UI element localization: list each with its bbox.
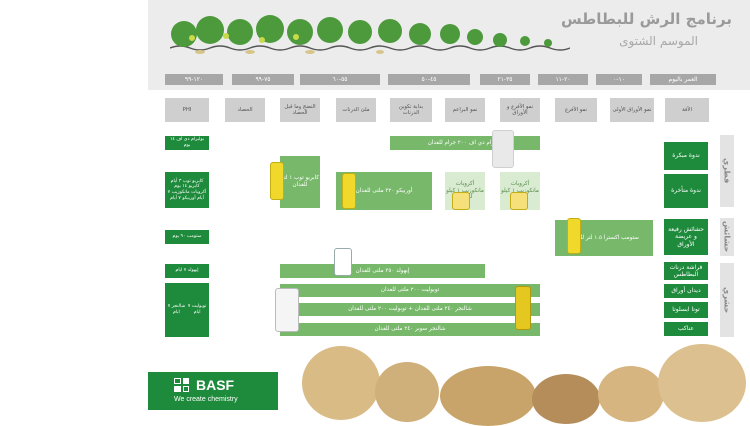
- pest-tuta-absoluta: توتا ابسلوتا: [664, 302, 708, 318]
- polyram-bag-image: [492, 130, 514, 168]
- orvego-bottle-image: [342, 173, 356, 209]
- potato-image: [302, 346, 380, 420]
- page-title: برنامج الرش للبطاطس: [560, 10, 732, 28]
- acrobat-bag-image-1: [452, 192, 470, 210]
- timeline-segment: ٤٥-٥٠: [388, 74, 470, 85]
- phi-ebhold: إبهولد ٧ ايام: [165, 264, 209, 278]
- phi-late-blight: كابريو توب ٣ أيام كابريو ١٤ يوم أكروبات …: [165, 172, 209, 208]
- phi-challenger: شالنجر ٧ ايام: [167, 304, 186, 315]
- timeline-segment: ٥٥-٦٠: [300, 74, 380, 85]
- stage-harvest: الحصاد: [225, 98, 265, 122]
- pest-weeds: حشائش رفيعة و عريضة الأوراق: [664, 219, 708, 255]
- timeline-label: العمر باليوم: [650, 74, 716, 85]
- category-weed: حشائش: [720, 218, 734, 256]
- stage-branching: نمو الأفرع: [555, 98, 597, 122]
- pest-mites: عناكب: [664, 322, 708, 336]
- bar-acrobat-2: أكروبات مانكوزيب ١ كيلو للفدان: [500, 172, 540, 210]
- page-subtitle: الموسم الشتوى: [619, 34, 698, 48]
- stage-leaves: نمو الأوراق الأولى: [610, 98, 654, 122]
- timeline-segment: ٧٥-٩٩: [232, 74, 294, 85]
- basf-logo-mark: [174, 378, 192, 392]
- bar-polyram: بوليرام دي اف ٢٠٠ جرام للفدان: [390, 136, 540, 150]
- pest-leaf-worm: ديدان أوراق: [664, 284, 708, 298]
- category-fungal: فطري: [720, 135, 734, 207]
- stage-tuber-fill: ملئ الدرنات: [336, 98, 376, 122]
- bar-cabrio: كابريو توب ١ لتر للفدان: [280, 156, 320, 208]
- pest-tuber-moth: فراشة درنات البطاطس: [664, 262, 708, 280]
- potato-image: [375, 362, 439, 422]
- potato-image: [598, 366, 664, 422]
- potato-plants-illustration: [170, 15, 570, 54]
- stage-maturity: النضج وما قبل الحصاد: [280, 98, 320, 122]
- phi-insect: توبوليت ٧ ايام شالنجر ٧ ايام: [165, 283, 209, 337]
- stage-branching-leaves: نمو الأفرع و الأوراق: [500, 98, 540, 122]
- basf-tagline: We create chemistry: [174, 396, 238, 403]
- pest-early-blight: ندوة مبكرة: [664, 142, 708, 170]
- cabrio-bottle-image: [270, 162, 284, 200]
- challenger-bottle-image: [515, 286, 531, 330]
- bar-ebhold: إبهولد ٣٥٠ ملتى للفدان: [280, 264, 485, 278]
- category-insect: حشري: [720, 263, 734, 337]
- phi-topolet: توبوليت ٧ ايام: [187, 304, 207, 315]
- bar-topolet: توبوليت ٢٠٠ ملتى للفدان: [280, 284, 540, 297]
- topolet-bottle-image: [275, 288, 299, 332]
- basf-wordmark: BASF: [196, 377, 235, 393]
- stage-tuber-start: بداية تكوين الدرنات: [390, 98, 432, 122]
- bar-challenger-topolet: شالنجر ٢٤٠ ملتى للفدان + توبوليت ٢٠٠ ملت…: [280, 303, 540, 316]
- stage-phi: PHI: [165, 98, 209, 122]
- acrobat-bag-image-2: [510, 192, 528, 210]
- stomp-bottle-image: [567, 218, 581, 254]
- potato-image: [532, 374, 600, 424]
- ebhold-bottle-image: [334, 248, 352, 276]
- phi-polyram: بوليرام دي اف ١٤ يوم: [165, 136, 209, 150]
- timeline-segment: ٢٠-١١: [538, 74, 588, 85]
- timeline-segment: ١٢٠-٩٩: [165, 74, 223, 85]
- basf-logo: BASF We create chemistry: [148, 372, 278, 410]
- stage-bud: نمو البراعم: [445, 98, 485, 122]
- potato-image: [658, 344, 746, 422]
- potato-image: [440, 366, 536, 426]
- phi-stomp: ستومب ٩٠ يوم: [165, 230, 209, 244]
- pest-late-blight: ندوة متأخرة: [664, 174, 708, 208]
- timeline-segment: ١٠-٠: [596, 74, 642, 85]
- stage-pest: الآفة: [665, 98, 709, 122]
- timeline-segment: ٣٥-٢١: [480, 74, 530, 85]
- bar-challenger: شالنجر سوبر ٢٤٠ ملتى للفدان: [280, 323, 540, 336]
